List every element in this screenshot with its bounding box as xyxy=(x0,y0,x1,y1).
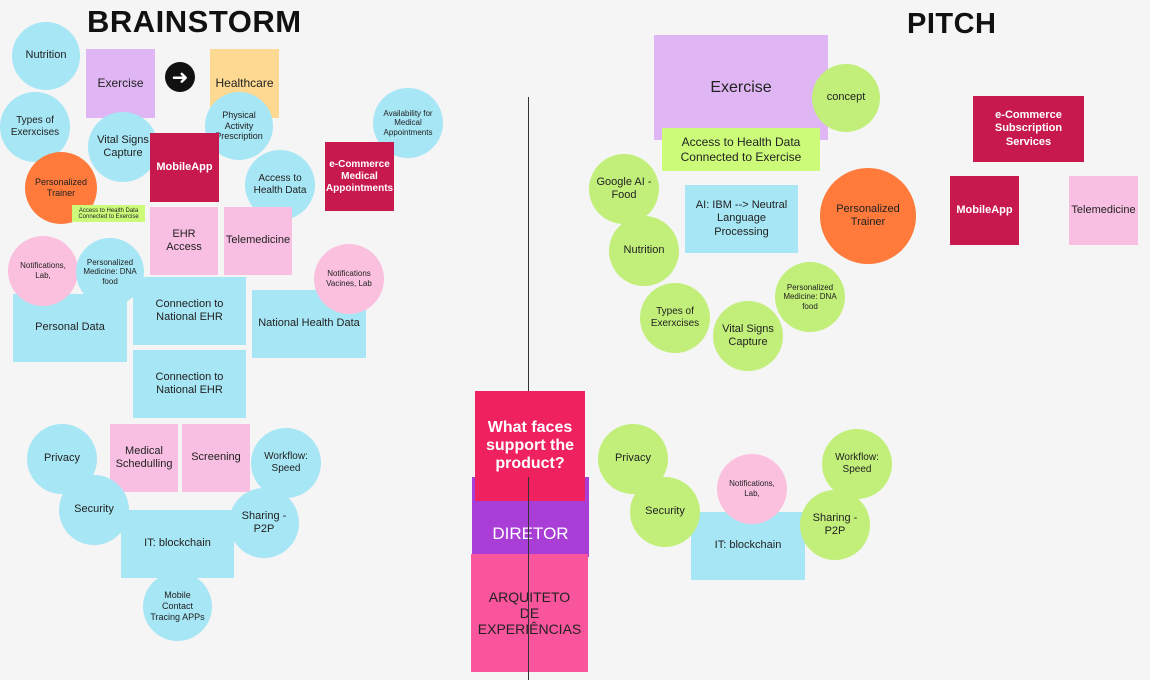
diretor-label: DIRETOR xyxy=(492,524,569,543)
pitch-sharing-p2p[interactable]: Sharing - P2P xyxy=(800,490,870,560)
center-divider-overlay xyxy=(528,477,529,672)
pitch-personalized-medicine[interactable]: Personalized Medicine: DNA food xyxy=(775,262,845,332)
pitch-ecommerce-subscription[interactable]: e-Commerce Subscription Services xyxy=(973,96,1084,162)
bs-it-blockchain[interactable]: IT: blockchain xyxy=(121,510,234,578)
bs-telemedicine[interactable]: Telemedicine xyxy=(224,207,292,275)
pitch-nutrition[interactable]: Nutrition xyxy=(609,216,679,286)
pitch-ai-ibm[interactable]: AI: IBM --> Neutral Language Processing xyxy=(685,185,798,253)
pitch-access-health-data[interactable]: Access to Health Data Connected to Exerc… xyxy=(662,128,820,171)
arrow-right-icon: ➜ xyxy=(165,62,195,92)
pitch-concept[interactable]: concept xyxy=(812,64,880,132)
bs-sharing-p2p[interactable]: Sharing - P2P xyxy=(229,488,299,558)
bs-vital-signs[interactable]: Vital Signs Capture xyxy=(88,112,158,182)
pitch-vital-signs[interactable]: Vital Signs Capture xyxy=(713,301,783,371)
bs-ecommerce-medical[interactable]: e-Commerce Medical Appointments xyxy=(325,142,394,211)
bs-screening[interactable]: Screening xyxy=(182,424,250,492)
pitch-types-exercises[interactable]: Types of Exerxcises xyxy=(640,283,710,353)
bs-mobile-app[interactable]: MobileApp xyxy=(150,133,219,202)
pitch-telemedicine[interactable]: Telemedicine xyxy=(1069,176,1138,245)
pitch-mobile-app[interactable]: MobileApp xyxy=(950,176,1019,245)
bs-exercise[interactable]: Exercise xyxy=(86,49,155,118)
pitch-title: PITCH xyxy=(907,8,997,40)
bs-types-exercises[interactable]: Types of Exerxcises xyxy=(0,92,70,162)
bs-personalized-medicine[interactable]: Personalized Medicine: DNA food xyxy=(76,238,144,306)
bs-small-access-note[interactable]: Access to Health Data Connected to Exerc… xyxy=(72,205,145,222)
bs-medical-scheduling[interactable]: Medical Schedulling xyxy=(110,424,178,492)
pitch-security[interactable]: Security xyxy=(630,477,700,547)
brainstorm-title: BRAINSTORM xyxy=(87,4,302,39)
bs-ehr-access[interactable]: EHR Access xyxy=(150,207,218,275)
question-card[interactable]: What faces support the product? xyxy=(475,391,585,501)
pitch-google-ai[interactable]: Google AI - Food xyxy=(589,154,659,224)
bs-security[interactable]: Security xyxy=(59,475,129,545)
bs-notifications-lab[interactable]: Notifications, Lab, xyxy=(8,236,78,306)
center-divider xyxy=(528,97,529,680)
arquiteto-card[interactable]: ARQUITETO DE EXPERIÊNCIAS xyxy=(471,554,588,672)
bs-notifications-vaccines[interactable]: Notifications Vacines, Lab xyxy=(314,244,384,314)
bs-mobile-tracing[interactable]: Mobile Contact Tracing APPs xyxy=(143,572,212,641)
bs-workflow-speed[interactable]: Workflow: Speed xyxy=(251,428,321,498)
pitch-workflow-speed[interactable]: Workflow: Speed xyxy=(822,429,892,499)
pitch-personalized-trainer[interactable]: Personalized Trainer xyxy=(820,168,916,264)
bs-physical-activity[interactable]: Physical Activity Prescription xyxy=(205,92,273,160)
bs-nutrition[interactable]: Nutrition xyxy=(12,22,80,90)
pitch-exercise[interactable]: Exercise xyxy=(654,35,828,140)
pitch-notifications-lab[interactable]: Notifications, Lab, xyxy=(717,454,787,524)
bs-connection-ehr-1[interactable]: Connection to National EHR xyxy=(133,277,246,345)
bs-connection-ehr-2[interactable]: Connection to National EHR xyxy=(133,350,246,418)
